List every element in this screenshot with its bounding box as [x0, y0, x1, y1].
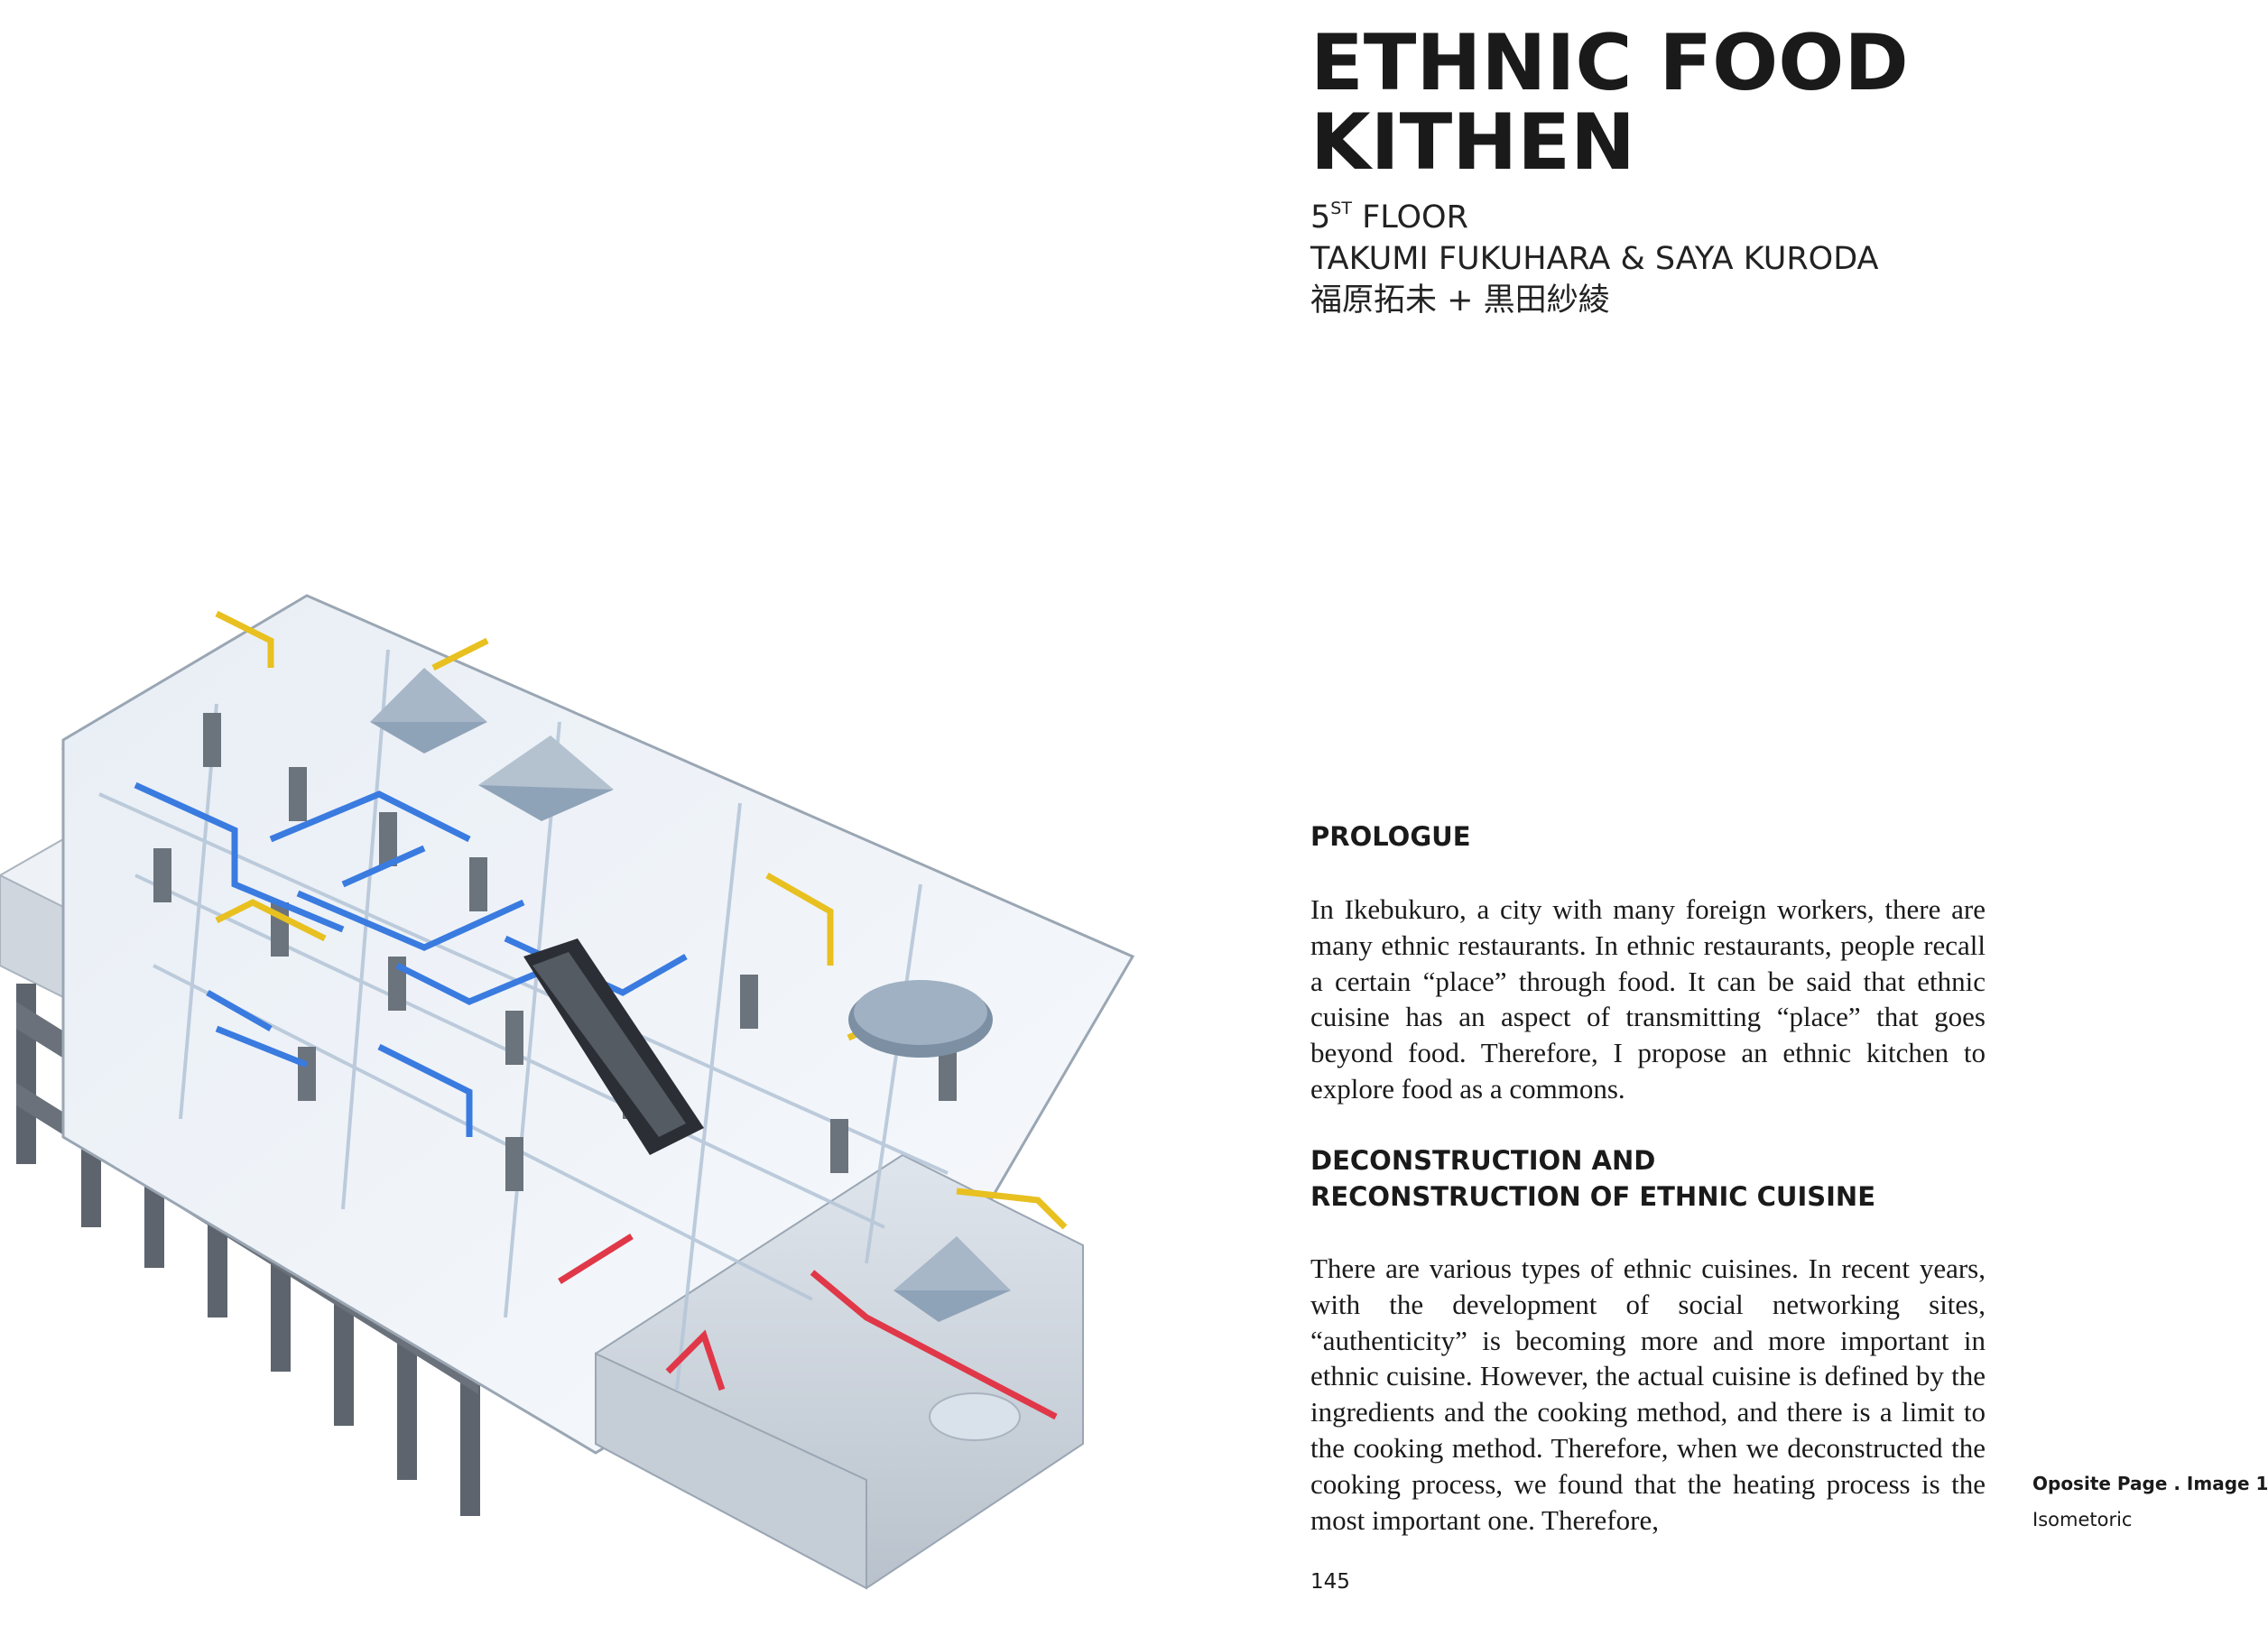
caption-title: Oposite Page . Image 1: [2032, 1473, 2268, 1494]
prologue-heading: PROLOGUE: [1310, 818, 1471, 855]
caption-subtitle: Isometoric: [2032, 1509, 2133, 1530]
deconstruction-heading-line-1: DECONSTRUCTION AND: [1310, 1145, 1656, 1176]
floor-label: 5ST FLOOR: [1310, 197, 1879, 238]
round-counter: [929, 1392, 1021, 1441]
floor-suffix: ST: [1330, 199, 1352, 218]
page-number: 145: [1310, 1570, 1350, 1594]
floor-number: 5: [1310, 199, 1331, 236]
deconstruction-body: There are various types of ethnic cuisin…: [1310, 1253, 1986, 1536]
title-line-2: KITHEN: [1310, 97, 1635, 188]
page-title: ETHNIC FOOD KITHEN: [1310, 23, 1909, 182]
authors-japanese: 福原拓未 + 黒田紗綾: [1310, 282, 1610, 319]
project-meta: 5ST FLOOR TAKUMI FUKUHARA & SAYA KURODA …: [1310, 197, 1879, 321]
isometric-building-drawing: [0, 594, 1135, 1590]
red-ducts: [558, 1234, 1058, 1420]
authors: TAKUMI FUKUHARA & SAYA KURODA: [1310, 241, 1879, 277]
prologue-heading-text: PROLOGUE: [1310, 821, 1471, 852]
yellow-ducts: [215, 610, 1068, 1230]
escalator: [523, 938, 704, 1155]
deconstruction-heading: DECONSTRUCTION AND RECONSTRUCTION OF ETH…: [1310, 1142, 1875, 1215]
floor-columns: [153, 713, 957, 1191]
prologue-body: In Ikebukuro, a city with many foreign w…: [1310, 893, 1986, 1105]
deconstruction-heading-line-2: RECONSTRUCTION OF ETHNIC CUISINE: [1310, 1181, 1876, 1212]
round-table: [848, 980, 993, 1058]
pyramid-hoods: [370, 668, 1011, 1322]
title-line-1: ETHNIC FOOD: [1310, 18, 1909, 108]
floor-word: FLOOR: [1362, 199, 1468, 236]
